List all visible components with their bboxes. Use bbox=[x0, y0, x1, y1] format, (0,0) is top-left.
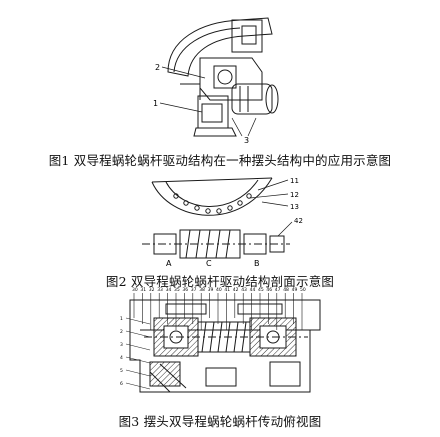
fig1-top-block bbox=[231, 19, 263, 53]
fig3-leader bbox=[125, 369, 151, 377]
fig2-label-C: C bbox=[206, 259, 212, 268]
fig2-worm-wheel bbox=[151, 177, 273, 216]
fig3-label-2: 2 bbox=[120, 329, 123, 335]
fig3-leader-lines bbox=[125, 293, 303, 390]
fig3-label-33: 33 bbox=[157, 287, 163, 293]
fig3-label-38: 38 bbox=[199, 287, 205, 293]
fig3-label-31: 31 bbox=[140, 287, 146, 293]
figure-3-caption: 图3 摆头双导程蜗轮蜗杆传动俯视图 bbox=[118, 414, 322, 429]
fig3-label-48: 48 bbox=[283, 287, 289, 293]
fig3-leader bbox=[125, 382, 151, 390]
fig1-swing-arm bbox=[167, 17, 273, 77]
fig1-label-1: 1 bbox=[153, 99, 158, 108]
fig2-label-A: A bbox=[166, 259, 172, 268]
fig3-label-49: 49 bbox=[292, 287, 298, 293]
fig3-label-36: 36 bbox=[182, 287, 188, 293]
fig3-label-34: 34 bbox=[166, 287, 172, 293]
fig1-motor bbox=[231, 83, 273, 115]
fig3-label-5: 5 bbox=[120, 368, 123, 374]
figure-2-drawing: 11 12 13 42 A C B bbox=[142, 177, 303, 268]
fig2-label-12: 12 bbox=[290, 191, 299, 199]
fig1-label-2: 2 bbox=[155, 63, 160, 72]
fig3-label-1: 1 bbox=[120, 316, 123, 322]
fig3-label-6: 6 bbox=[120, 381, 123, 387]
fig3-label-32: 32 bbox=[149, 287, 155, 293]
fig2-label-42: 42 bbox=[294, 217, 303, 225]
fig3-label-30: 30 bbox=[132, 287, 138, 293]
figure-2-caption: 图2 双导程蜗轮蜗杆驱动结构剖面示意图 bbox=[105, 274, 335, 289]
fig1-label-3: 3 bbox=[244, 136, 249, 145]
fig3-label-42: 42 bbox=[233, 287, 239, 293]
fig3-label-40: 40 bbox=[216, 287, 222, 293]
fig3-leader bbox=[125, 330, 151, 338]
fig3-label-35: 35 bbox=[174, 287, 180, 293]
fig2-label-B: B bbox=[254, 259, 260, 268]
fig2-label-11: 11 bbox=[290, 177, 299, 185]
fig3-label-45: 45 bbox=[258, 287, 264, 293]
fig3-label-44: 44 bbox=[250, 287, 256, 293]
fig3-label-3: 3 bbox=[120, 342, 123, 348]
fig3-label-4: 4 bbox=[120, 355, 123, 361]
fig2-label-13: 13 bbox=[290, 203, 299, 211]
figure-1-drawing: 2 1 3 bbox=[153, 17, 279, 145]
fig2-gear-teeth bbox=[173, 193, 252, 214]
fig3-leader bbox=[125, 343, 151, 351]
fig3-label-46: 46 bbox=[266, 287, 272, 293]
fig3-label-50: 50 bbox=[300, 287, 306, 293]
fig3-label-47: 47 bbox=[275, 287, 281, 293]
fig3-label-41: 41 bbox=[224, 287, 230, 293]
fig3-label-43: 43 bbox=[241, 287, 247, 293]
fig3-label-39: 39 bbox=[208, 287, 214, 293]
fig3-housing bbox=[129, 299, 321, 393]
figure-1-caption: 图1 双导程蜗轮蜗杆驱动结构在一种摆头结构中的应用示意图 bbox=[48, 153, 392, 168]
fig3-leader bbox=[125, 356, 151, 364]
fig3-leader bbox=[125, 317, 151, 325]
fig3-label-37: 37 bbox=[191, 287, 197, 293]
